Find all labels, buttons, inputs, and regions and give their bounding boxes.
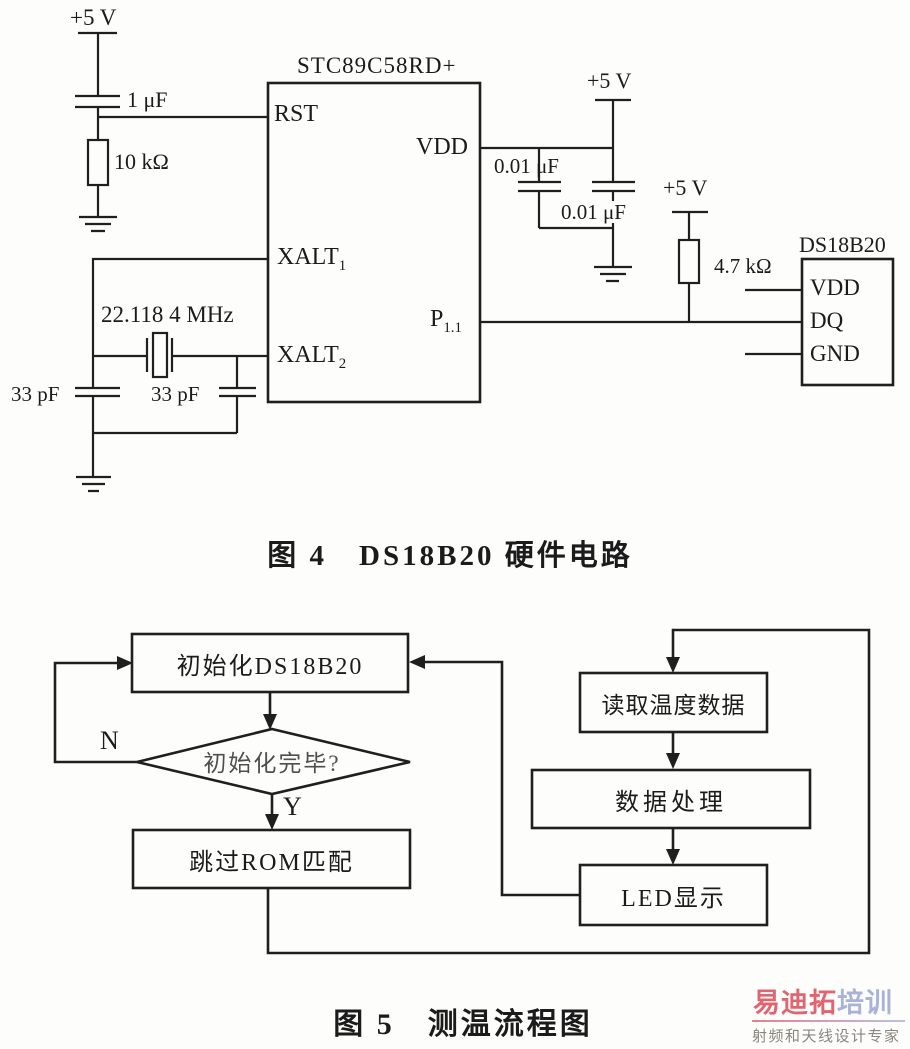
supply2-label: +5 V xyxy=(587,68,632,93)
capacitor-33pF-left-symbol xyxy=(75,386,120,477)
capacitor-001uF-left-symbol xyxy=(518,148,613,230)
flow-label-check: 初始化完毕? xyxy=(203,751,341,776)
pin-sub: 1.1 xyxy=(443,319,462,336)
mcu-title: STC89C58RD+ xyxy=(297,53,457,78)
arrow-led-to-init xyxy=(424,660,580,897)
pin-sub: 1 xyxy=(338,257,347,274)
flow-label-process: 数据处理 xyxy=(615,789,727,816)
pin-sub: 2 xyxy=(338,355,347,372)
circuit-wires xyxy=(75,31,802,493)
flow-label-led: LED显示 xyxy=(621,885,726,912)
cap-33pF-left-label: 33 pF xyxy=(11,382,60,406)
sensor-pin-vdd: VDD xyxy=(810,275,860,300)
capacitor-33pF-right-symbol xyxy=(219,356,256,433)
watermark-brand-primary: 易迪拓 xyxy=(753,988,837,1018)
supply3-label: +5 V xyxy=(663,175,708,200)
arrowhead-down-icon xyxy=(666,657,680,673)
arrowhead-down-icon xyxy=(666,753,680,769)
arrowhead-down-icon xyxy=(666,849,680,865)
cap-33pF-right-label: 33 pF xyxy=(151,382,200,406)
ground-symbol-3 xyxy=(594,265,632,283)
resistor-4k7-symbol xyxy=(677,238,701,322)
ground-symbol-2 xyxy=(76,475,111,493)
watermark-brand-secondary: 培训 xyxy=(837,988,893,1018)
sensor-pin-gnd: GND xyxy=(810,341,860,366)
capacitor-001uF-right-symbol xyxy=(592,180,635,267)
mcu-pin-p11: P1.1 xyxy=(430,306,462,336)
supply2-symbol xyxy=(595,98,631,182)
crystal-freq-label: 22.118 4 MHz xyxy=(101,302,234,327)
figure5-caption: 图 5 测温流程图 xyxy=(333,1008,593,1041)
arrowhead-down-icon xyxy=(263,714,277,730)
flowchart-connectors xyxy=(53,628,871,955)
mcu-box xyxy=(266,81,482,404)
flow-label-skip: 跳过ROM匹配 xyxy=(189,849,354,876)
flow-label-init: 初始化DS18B20 xyxy=(176,653,364,680)
pin-base: XALT xyxy=(277,244,339,270)
branch-no-label: N xyxy=(100,726,119,755)
arrowhead-right-icon xyxy=(117,656,133,670)
mcu-pin-xalt2: XALT2 xyxy=(277,342,347,372)
pin-base: XALT xyxy=(277,342,339,368)
sensor-title: DS18B20 xyxy=(799,232,886,257)
arrowhead-left-icon xyxy=(409,655,425,669)
flowchart-arrowheads xyxy=(117,655,680,865)
ground-symbol-1 xyxy=(79,215,117,233)
sensor-box xyxy=(800,257,895,387)
arrow-skip-to-read xyxy=(266,628,871,955)
res-4k7-label: 4.7 kΩ xyxy=(714,254,772,278)
supply3-symbol xyxy=(672,210,708,240)
mcu-pin-rst: RST xyxy=(274,101,319,127)
arrowhead-down-icon xyxy=(265,814,279,830)
cap-001uF-2-label: 0.01 μF xyxy=(561,200,626,224)
figure4-caption: 图 4 DS18B20 硬件电路 xyxy=(267,540,633,572)
watermark-underline xyxy=(752,1020,905,1022)
arrow-no-loop xyxy=(53,661,137,764)
xalt1-wire xyxy=(91,257,268,388)
flow-box-process xyxy=(530,768,812,830)
res-10k-label: 10 kΩ xyxy=(114,149,169,174)
crystal-symbol xyxy=(93,331,268,379)
branch-yes-label: Y xyxy=(283,792,302,821)
resistor-10k-symbol xyxy=(86,138,110,217)
watermark-brand: 易迪拓培训 xyxy=(753,988,909,1019)
supply1-symbol xyxy=(78,31,117,96)
supply1-label: +5 V xyxy=(70,5,117,30)
mcu-pin-vdd: VDD xyxy=(416,134,468,160)
flow-label-read: 读取温度数据 xyxy=(601,692,746,718)
cap-001uF-1-label: 0.01 μF xyxy=(494,154,559,178)
sensor-pin-dq: DQ xyxy=(810,308,844,333)
pin-base: P xyxy=(430,306,444,332)
cap-1uF-label: 1 μF xyxy=(127,87,168,112)
capacitor-1uF-symbol xyxy=(75,94,120,140)
mcu-pin-xalt1: XALT1 xyxy=(277,244,347,274)
watermark-tagline: 射频和天线设计专家 xyxy=(752,1028,901,1045)
flow-box-skip xyxy=(131,828,412,890)
